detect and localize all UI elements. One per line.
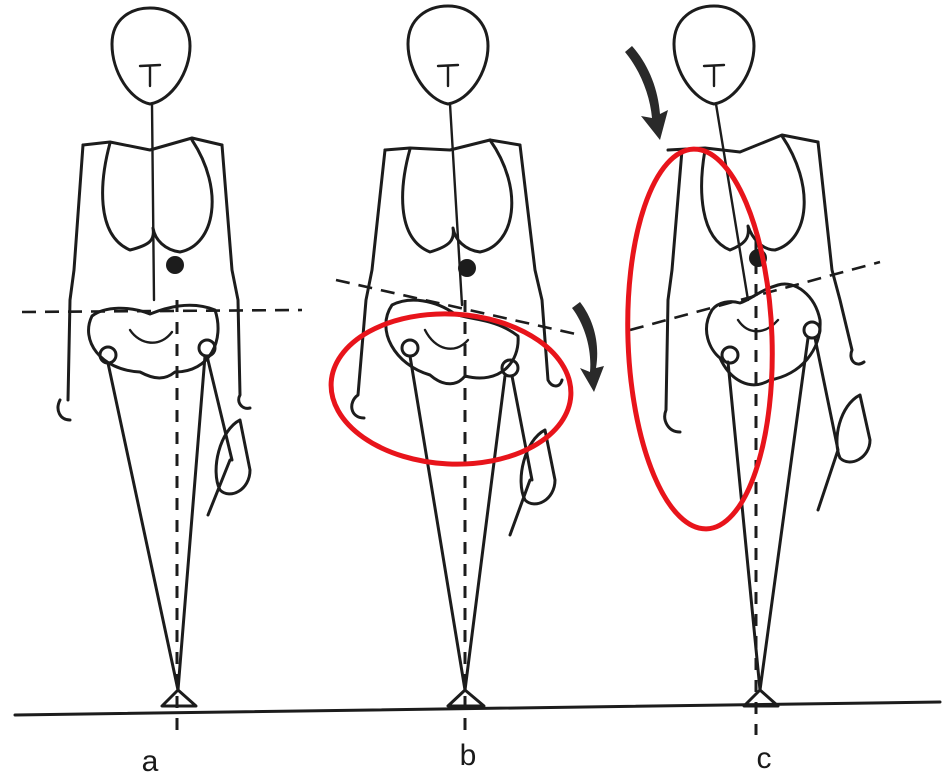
figure-b-face xyxy=(438,65,458,86)
figure-a-leg-lifted xyxy=(207,356,250,515)
figure-a-arm-left xyxy=(58,145,83,420)
figure-b-arm-right xyxy=(520,145,562,386)
figure-a-label: a xyxy=(142,745,159,777)
ground-line xyxy=(15,702,940,715)
figure-a-navel-dot xyxy=(166,256,184,274)
figure-c-leg-standing xyxy=(728,338,808,690)
figure-b-spine xyxy=(450,104,462,305)
figure-c-arm-left xyxy=(665,150,682,432)
figure-b-label: b xyxy=(460,739,477,772)
figure-a-arm-right xyxy=(222,145,250,408)
figure-a-leg-standing xyxy=(108,356,205,690)
figure-a-spine xyxy=(152,104,154,300)
figure-b-navel-dot xyxy=(458,259,476,277)
figure-c-ribcage xyxy=(702,136,805,250)
figure-c-hip-joint-left xyxy=(722,347,738,363)
figure-a-ribcage xyxy=(103,140,213,252)
figure-c xyxy=(621,6,880,735)
figure-c-hip-joint-right xyxy=(804,322,820,338)
figure-b-highlight-ellipse xyxy=(327,308,575,470)
figure-a-hip-joint-left xyxy=(100,347,116,363)
figure-b-pelvis-inner xyxy=(425,330,468,349)
figure-b xyxy=(327,6,604,735)
figure-a-head xyxy=(112,8,190,104)
figure-a-pelvis-inner xyxy=(130,330,172,343)
figure-a xyxy=(22,8,302,735)
figure-b-arrow-icon xyxy=(572,302,604,392)
figure-b-leg-standing xyxy=(410,356,505,690)
figure-c-arm-right xyxy=(818,142,864,364)
figure-a-face xyxy=(140,65,160,86)
figure-c-label: c xyxy=(757,742,772,775)
figure-c-arrow-icon xyxy=(625,46,668,140)
figure-c-face xyxy=(704,65,724,86)
figure-b-hip-joint-left xyxy=(402,340,418,356)
figure-b-head xyxy=(408,6,488,104)
figure-b-arm-left xyxy=(352,150,385,418)
figure-c-head xyxy=(674,6,754,104)
figure-a-foot xyxy=(162,690,196,706)
